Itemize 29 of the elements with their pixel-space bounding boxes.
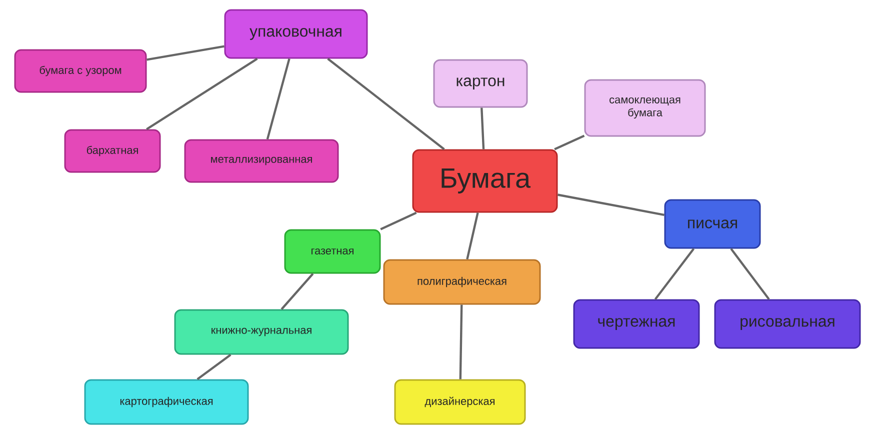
topic-box: газетная: [284, 229, 381, 274]
connector-line: [266, 58, 290, 140]
topic-box: самоклеющая бумага: [584, 79, 706, 137]
connector-line: [654, 248, 695, 300]
topic-box: Бумага: [412, 149, 558, 213]
connector-line: [459, 304, 463, 380]
connector-line: [196, 354, 232, 380]
topic-box: чертежная: [573, 299, 700, 349]
connector-line: [466, 212, 479, 260]
topic-box: писчая: [664, 199, 761, 249]
topic-box: дизайнерская: [394, 379, 526, 425]
connector-line: [730, 248, 770, 300]
topic-box: картографическая: [84, 379, 249, 425]
topic-box: картон: [433, 59, 528, 108]
topic-box: металлизированная: [184, 139, 339, 183]
connector-line: [327, 58, 445, 150]
topic-box: рисовальная: [714, 299, 861, 349]
topic-box: полиграфическая: [383, 259, 541, 305]
connector-line: [146, 45, 224, 61]
topic-box: упаковочная: [224, 9, 368, 59]
connector-line: [480, 108, 485, 150]
topic-box: бумага с узором: [14, 49, 147, 93]
topic-box: бархатная: [64, 129, 161, 173]
connector-line: [146, 58, 258, 130]
connector-line: [380, 212, 417, 230]
connector-line: [558, 194, 664, 216]
topic-box: книжно-журнальная: [174, 309, 349, 355]
connector-line: [280, 273, 314, 310]
connector-line: [554, 134, 585, 150]
